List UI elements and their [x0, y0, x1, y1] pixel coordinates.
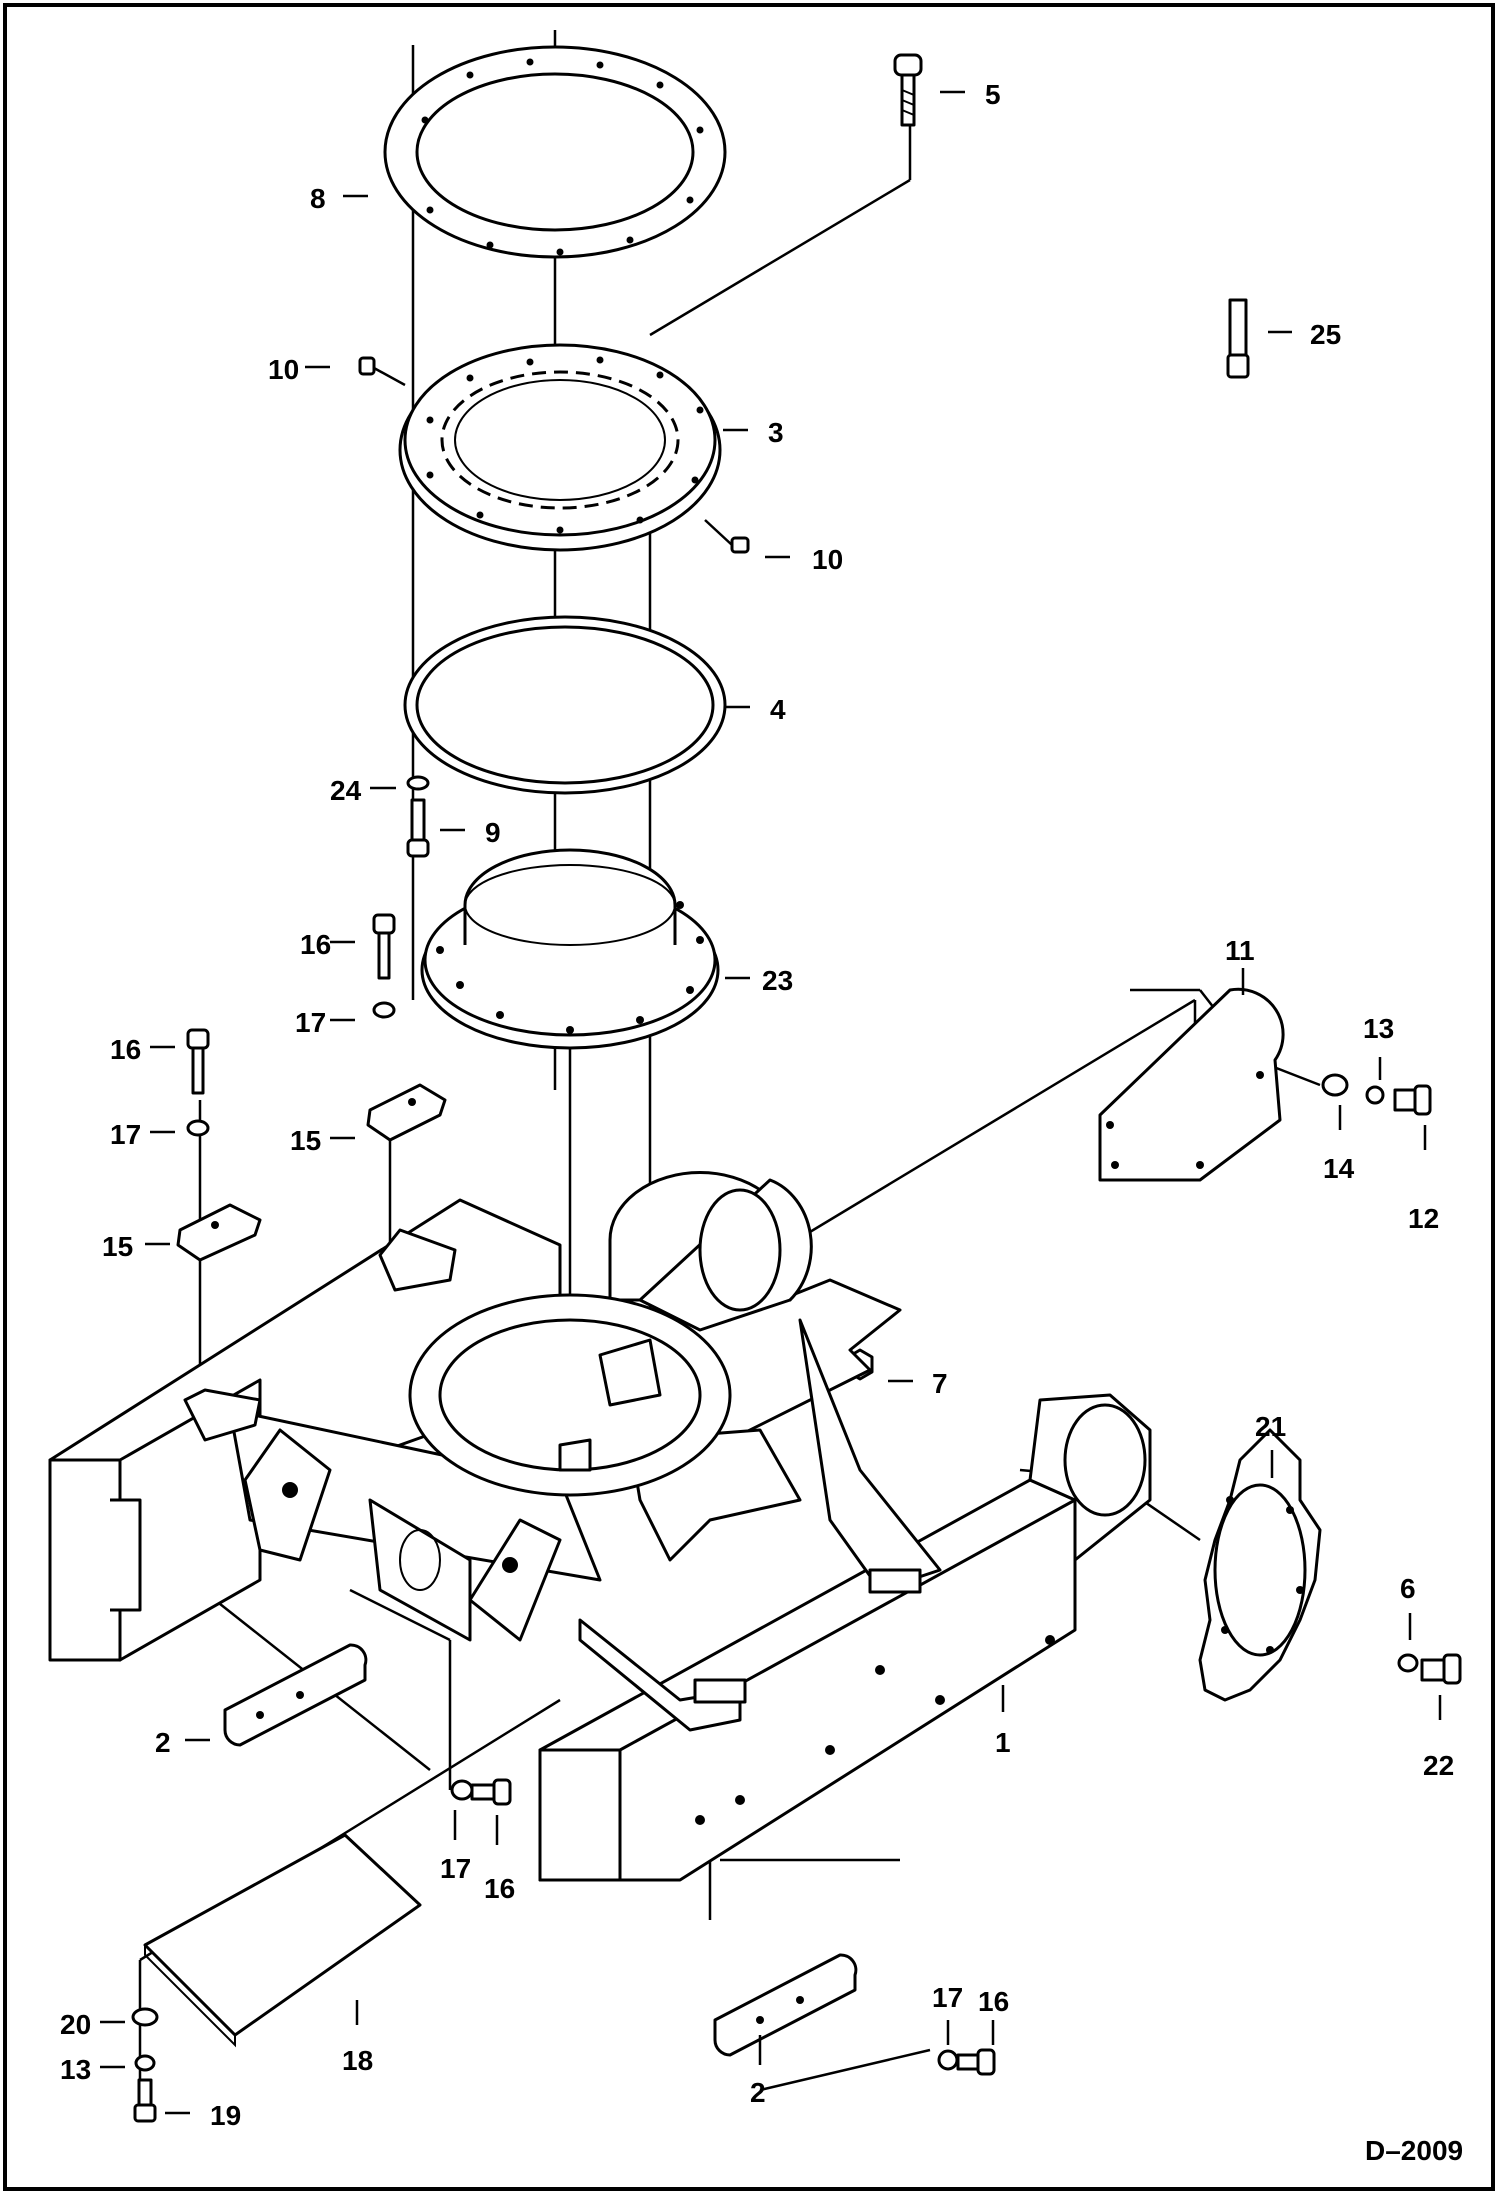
part-2-pad-left: [223, 1643, 368, 1747]
callout-17-top: 17: [295, 1007, 326, 1038]
callout-18: 18: [342, 2045, 373, 2076]
part-15-block-upper: [366, 1083, 447, 1142]
part-20-washer: [131, 2007, 159, 2027]
callout-leaders: [100, 90, 1442, 2115]
part-8-ring: [383, 45, 727, 259]
part-9-bolt: [406, 798, 430, 858]
part-13-washer-right: [1365, 1085, 1385, 1105]
callout-9: 9: [485, 817, 501, 848]
part-10-grease-fitting: [358, 356, 750, 554]
part-2-pad-right: [713, 1953, 858, 2057]
part-12-bolt: [1393, 1084, 1432, 1116]
callout-15-left: 15: [102, 1231, 133, 1262]
callout-2-left: 2: [155, 1727, 171, 1758]
part-16-bolt-middle: [470, 1778, 512, 1806]
callout-16-lower-right: 16: [978, 1986, 1009, 2017]
callout-labels: 5 8 25 10 3 10 4 24 9 16 23 17 16 17 15 …: [60, 79, 1454, 2131]
callout-10-upper: 10: [268, 354, 299, 385]
callout-11: 11: [1225, 935, 1255, 966]
callout-2-right: 2: [750, 2077, 766, 2108]
callout-20: 20: [60, 2009, 91, 2040]
callout-21: 21: [1255, 1411, 1286, 1442]
callout-14: 14: [1323, 1153, 1355, 1184]
callout-16-middle: 16: [484, 1873, 515, 1904]
callout-16-left: 16: [110, 1034, 141, 1065]
part-4-seal-ring: [403, 615, 727, 795]
part-1-track-frame: [48, 1171, 1152, 1882]
callout-8: 8: [310, 183, 326, 214]
callout-23: 23: [762, 965, 793, 996]
part-16-bolt-lower-right: [956, 2048, 996, 2076]
part-23-flanged-ring: [420, 848, 720, 1050]
part-16-bolt-upper: [372, 913, 396, 980]
part-25-bolt: [1226, 298, 1250, 379]
callout-13-lower: 13: [60, 2054, 91, 2085]
callout-13-right: 13: [1363, 1013, 1394, 1044]
part-14-washer: [1321, 1073, 1349, 1097]
part-21-sprocket: [1198, 1428, 1322, 1702]
part-24-washer: [406, 775, 430, 791]
part-18-cover-plate: [143, 1833, 422, 2048]
callout-25: 25: [1310, 319, 1341, 350]
callout-1: 1: [995, 1727, 1011, 1758]
callout-6: 6: [1400, 1573, 1416, 1604]
callout-10-lower: 10: [812, 544, 843, 575]
part-11-cover: [1098, 987, 1285, 1182]
part-22-bolt: [1420, 1653, 1462, 1685]
part-17-washer-middle: [450, 1779, 474, 1801]
callout-16-top: 16: [300, 929, 331, 960]
part-16-bolt-left: [186, 1028, 210, 1095]
part-6-washer: [1397, 1653, 1419, 1673]
callout-22: 22: [1423, 1750, 1454, 1781]
part-17-washer-left: [186, 1119, 210, 1137]
callout-7: 7: [932, 1368, 948, 1399]
part-17-washer-upper: [372, 1001, 396, 1019]
part-13-washer-lower: [134, 2054, 156, 2072]
drawing-code: D–2009: [1365, 2135, 1463, 2166]
callout-3: 3: [768, 417, 784, 448]
callout-17-left: 17: [110, 1119, 141, 1150]
part-17-washer-lower-right: [937, 2049, 959, 2071]
part-15-block-left: [176, 1203, 262, 1262]
callout-4: 4: [770, 694, 786, 725]
callout-12: 12: [1408, 1203, 1439, 1234]
part-19-bolt: [133, 2078, 157, 2123]
callout-15-upper: 15: [290, 1125, 321, 1156]
part-3-gear-bearing: [398, 343, 722, 552]
part-5-bolt: [893, 53, 923, 127]
callout-19: 19: [210, 2100, 241, 2131]
callout-17-lower-right: 17: [932, 1982, 963, 2013]
callout-5: 5: [985, 79, 1001, 110]
callout-17-middle: 17: [440, 1853, 471, 1884]
callout-24: 24: [330, 775, 362, 806]
